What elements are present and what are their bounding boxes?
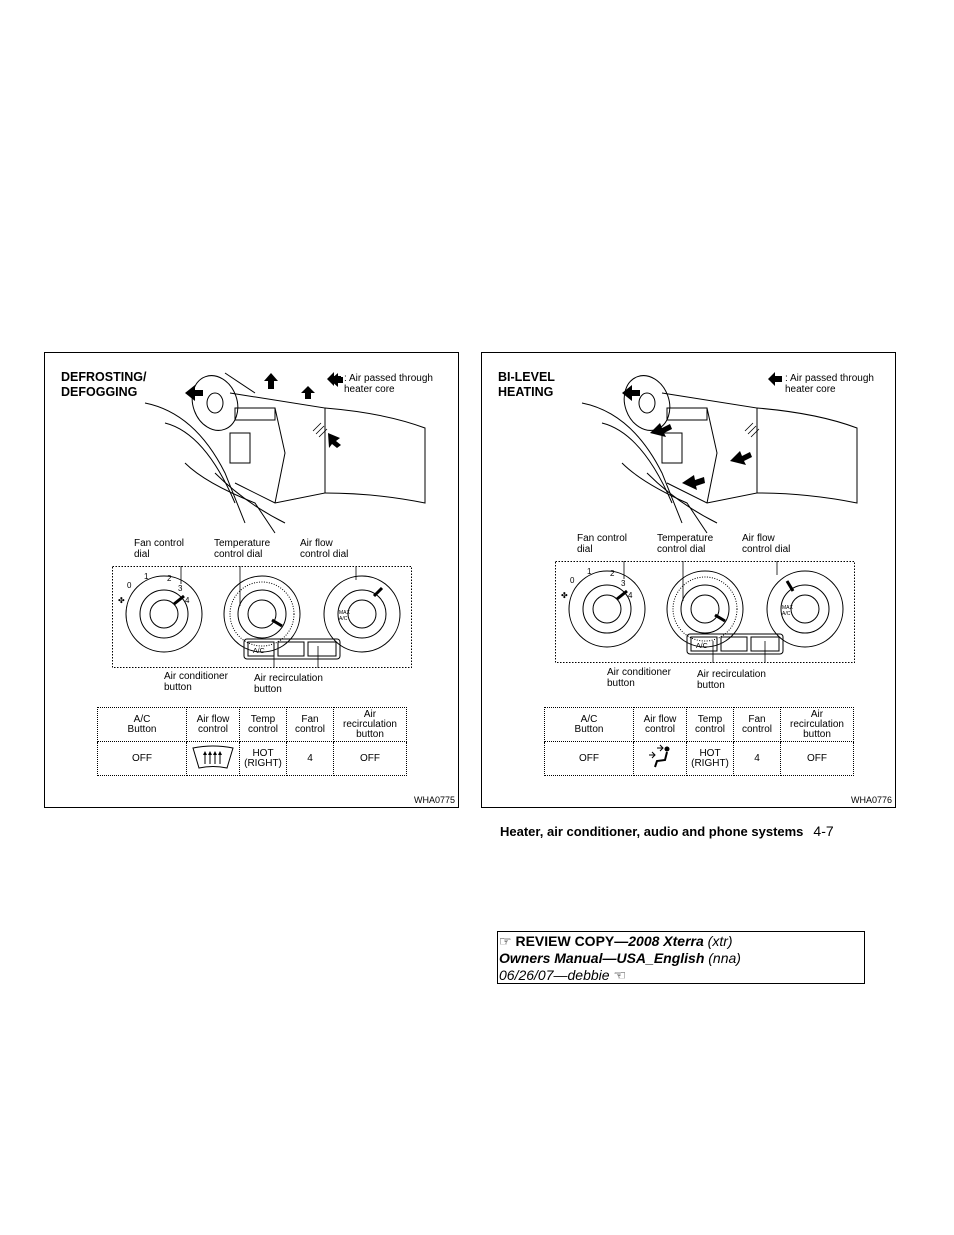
svg-text:A/C: A/C bbox=[696, 643, 708, 650]
defrost-icon bbox=[192, 745, 234, 769]
button-strip bbox=[243, 638, 341, 660]
manual-code: (nna) bbox=[704, 950, 741, 966]
section-title: Heater, air conditioner, audio and phone… bbox=[500, 824, 804, 839]
figure-title: DEFROSTING/ DEFOGGING bbox=[61, 370, 147, 399]
header-fan: Fan control bbox=[733, 707, 781, 742]
model-code: (xtr) bbox=[703, 933, 733, 949]
header-recirc: Air recirculation button bbox=[333, 707, 407, 742]
figure-defrosting: DEFROSTING/ DEFOGGING : Air passed throu… bbox=[44, 352, 459, 808]
airflow-control-label: Air flow control dial bbox=[300, 538, 349, 560]
cell-ac: OFF bbox=[544, 741, 634, 776]
figure-title: BI-LEVEL HEATING bbox=[498, 370, 555, 399]
cell-temp: HOT (RIGHT) bbox=[686, 741, 734, 776]
cell-temp: HOT (RIGHT) bbox=[239, 741, 287, 776]
svg-text:4: 4 bbox=[628, 591, 633, 600]
temperature-dial bbox=[223, 575, 301, 653]
airflow-arrows bbox=[622, 385, 752, 490]
svg-text:A/C: A/C bbox=[253, 648, 265, 655]
cell-fan: 4 bbox=[733, 741, 781, 776]
heater-core-arrow-icon bbox=[768, 372, 782, 386]
airflow-control-label: Air flow control dial bbox=[742, 533, 791, 555]
ac-button-label: Air conditioner button bbox=[164, 671, 228, 693]
svg-text:0: 0 bbox=[127, 581, 132, 590]
cell-airflow bbox=[186, 741, 240, 776]
heater-core-arrow-icon bbox=[327, 372, 341, 386]
svg-text:A/C: A/C bbox=[782, 611, 791, 617]
ac-button-label: Air conditioner button bbox=[607, 667, 671, 689]
svg-text:A/C: A/C bbox=[339, 616, 348, 622]
review-date: 06/26/07—debbie bbox=[499, 967, 610, 983]
cell-recirc: OFF bbox=[333, 741, 407, 776]
temp-control-label: Temperature control dial bbox=[214, 538, 271, 560]
bi-level-icon bbox=[649, 744, 670, 768]
fan-control-label: Fan control dial bbox=[577, 533, 628, 555]
header-ac: A/C Button bbox=[544, 707, 634, 742]
review-copy-stamp: ☞ REVIEW COPY—2008 Xterra (xtr) Owners M… bbox=[497, 931, 865, 984]
svg-text:MAX: MAX bbox=[339, 610, 351, 616]
header-airflow: Air flow control bbox=[186, 707, 240, 742]
figure-code: WHA0776 bbox=[850, 795, 892, 805]
header-ac: A/C Button bbox=[97, 707, 187, 742]
button-strip bbox=[686, 633, 784, 655]
model-name: 2008 Xterra bbox=[628, 933, 704, 949]
manual-name: Owners Manual—USA_English bbox=[499, 950, 705, 966]
temperature-dial bbox=[666, 570, 744, 648]
cell-fan: 4 bbox=[286, 741, 334, 776]
legend-text: : Air passed through heater core bbox=[344, 373, 433, 395]
dashboard-illustration bbox=[581, 375, 858, 534]
svg-text:✤: ✤ bbox=[561, 591, 568, 600]
fan-control-label: Fan control dial bbox=[134, 538, 185, 560]
legend-text: : Air passed through heater core bbox=[785, 373, 874, 395]
airflow-dial bbox=[323, 575, 401, 653]
recirc-button-label: Air recirculation button bbox=[697, 669, 766, 691]
pointing-hand-left-icon: ☜ bbox=[613, 967, 626, 983]
settings-table: A/C Button Air flow control Temp control… bbox=[97, 707, 407, 776]
page-number: 4-7 bbox=[813, 823, 834, 839]
header-temp: Temp control bbox=[239, 707, 287, 742]
svg-text:3: 3 bbox=[621, 579, 626, 588]
svg-text:✤: ✤ bbox=[118, 596, 125, 605]
header-temp: Temp control bbox=[686, 707, 734, 742]
cell-airflow bbox=[633, 741, 687, 776]
airflow-dial bbox=[766, 570, 844, 648]
fan-dial bbox=[568, 570, 646, 648]
temp-control-label: Temperature control dial bbox=[657, 533, 714, 555]
figure-code: WHA0775 bbox=[413, 795, 455, 805]
svg-text:1: 1 bbox=[587, 567, 592, 576]
header-fan: Fan control bbox=[286, 707, 334, 742]
pointing-hand-icon: ☞ bbox=[499, 933, 512, 949]
settings-table: A/C Button Air flow control Temp control… bbox=[544, 707, 854, 776]
svg-text:4: 4 bbox=[185, 596, 190, 605]
recirc-button-label: Air recirculation button bbox=[254, 673, 323, 695]
cell-recirc: OFF bbox=[780, 741, 854, 776]
fan-dial bbox=[125, 575, 203, 653]
svg-text:MAX: MAX bbox=[782, 605, 794, 611]
review-label: REVIEW COPY— bbox=[515, 933, 629, 949]
svg-text:2: 2 bbox=[167, 574, 172, 583]
svg-text:3: 3 bbox=[178, 584, 183, 593]
figure-bi-level: BI-LEVEL HEATING : Air passed through he… bbox=[481, 352, 896, 808]
svg-text:2: 2 bbox=[610, 569, 615, 578]
svg-text:0: 0 bbox=[570, 576, 575, 585]
header-airflow: Air flow control bbox=[633, 707, 687, 742]
header-recirc: Air recirculation button bbox=[780, 707, 854, 742]
running-head: Heater, air conditioner, audio and phone… bbox=[500, 823, 834, 839]
cell-ac: OFF bbox=[97, 741, 187, 776]
svg-text:1: 1 bbox=[144, 572, 149, 581]
